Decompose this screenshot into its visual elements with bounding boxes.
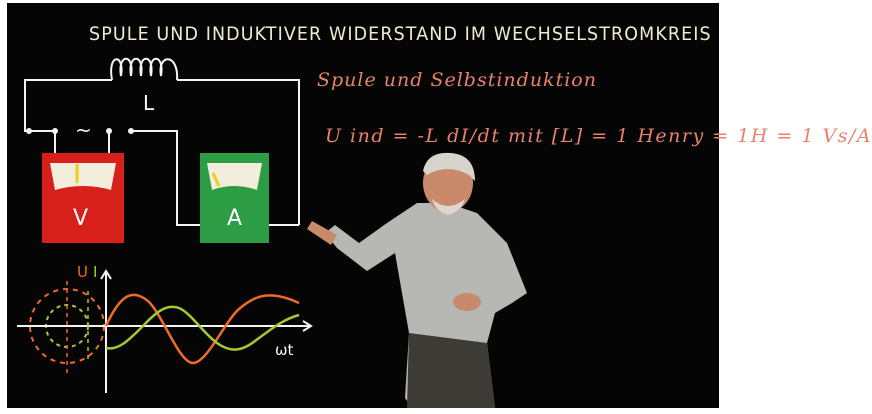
induction-formula: U ind = -L dI/dt mit [L] = 1 Henry = 1H … <box>325 125 872 147</box>
video-frame: SPULE UND INDUKTIVER WIDERSTAND IM WECHS… <box>7 3 871 408</box>
board-drawing <box>17 57 527 408</box>
ac-source-symbol: ~ <box>75 118 92 142</box>
coil-label: L <box>143 91 155 115</box>
i-label: I <box>93 263 98 281</box>
u-curve <box>104 293 300 365</box>
u-label: U <box>77 263 88 281</box>
ammeter-label: A <box>227 206 243 231</box>
blackboard: SPULE UND INDUKTIVER WIDERSTAND IM WECHS… <box>7 3 871 408</box>
coil-symbol <box>110 57 179 81</box>
board-subtitle: Spule und Selbstinduktion <box>317 69 597 91</box>
voltmeter-label: V <box>73 206 89 231</box>
phase-diagram <box>17 269 313 393</box>
i-curve <box>105 305 300 351</box>
ammeter <box>200 153 269 243</box>
voltmeter <box>42 153 124 243</box>
board-title: SPULE UND INDUKTIVER WIDERSTAND IM WECHS… <box>89 23 712 45</box>
omega-t-label: ωt <box>275 341 294 359</box>
teacher-figure <box>307 152 527 408</box>
ammeter-needle <box>211 172 221 187</box>
